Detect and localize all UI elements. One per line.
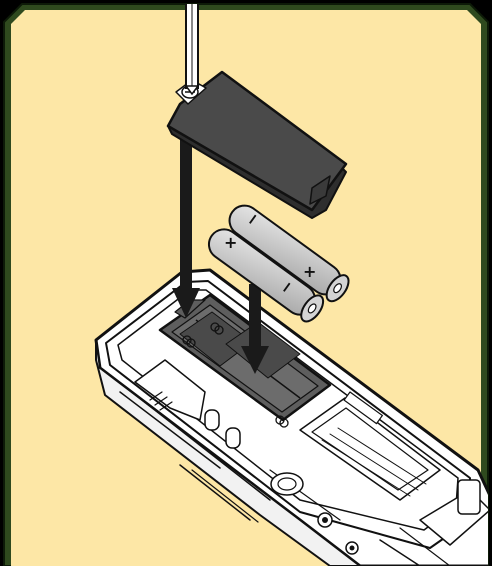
screwdriver xyxy=(186,0,198,94)
battery-plus-label: + xyxy=(224,233,237,252)
battery-plus-label-rear: + xyxy=(303,262,316,281)
